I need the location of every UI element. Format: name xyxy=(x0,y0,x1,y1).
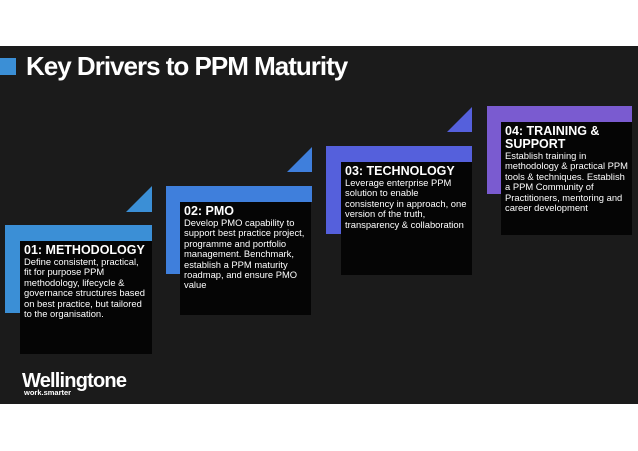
slide: Key Drivers to PPM Maturity 01: METHODOL… xyxy=(0,46,638,404)
step-side-bar xyxy=(5,241,20,313)
logo-name: Wellingtone xyxy=(22,370,127,392)
step-bar xyxy=(166,186,312,202)
step-body: Develop PMO capability to support best p… xyxy=(184,217,305,291)
slide-title: Key Drivers to PPM Maturity xyxy=(26,51,348,81)
step-bar xyxy=(5,225,152,241)
step-side-bar xyxy=(166,202,180,274)
step-bar xyxy=(487,106,632,122)
step-bar xyxy=(326,146,472,162)
step-card: 02: PMO Develop PMO capability to suppor… xyxy=(180,202,311,315)
wellingtone-logo: Wellingtone work.smarter xyxy=(22,370,127,397)
step-body: Establish training in methodology & prac… xyxy=(505,150,628,214)
step-arrow-tip xyxy=(126,186,152,212)
step-body: Define consistent, practical, fit for pu… xyxy=(24,256,145,320)
step-side-bar xyxy=(487,122,501,194)
logo-tagline: work.smarter xyxy=(24,388,72,397)
step-body: Leverage enterprise PPM solution to enab… xyxy=(345,177,467,230)
step-card: 01: METHODOLOGY Define consistent, pract… xyxy=(20,241,152,354)
step-arrow-tip xyxy=(447,107,472,132)
step-card: 04: TRAINING & SUPPORT Establish trainin… xyxy=(501,122,632,235)
step-heading: 02: PMO xyxy=(184,204,235,218)
step-side-bar xyxy=(326,162,341,234)
step-heading: 04: TRAINING & SUPPORT xyxy=(505,124,600,151)
step-heading: 03: TECHNOLOGY xyxy=(345,164,455,178)
title-marker xyxy=(0,58,16,75)
step-card: 03: TECHNOLOGY Leverage enterprise PPM s… xyxy=(341,162,472,275)
step-arrow-tip xyxy=(287,147,312,172)
step-heading: 01: METHODOLOGY xyxy=(24,243,145,257)
